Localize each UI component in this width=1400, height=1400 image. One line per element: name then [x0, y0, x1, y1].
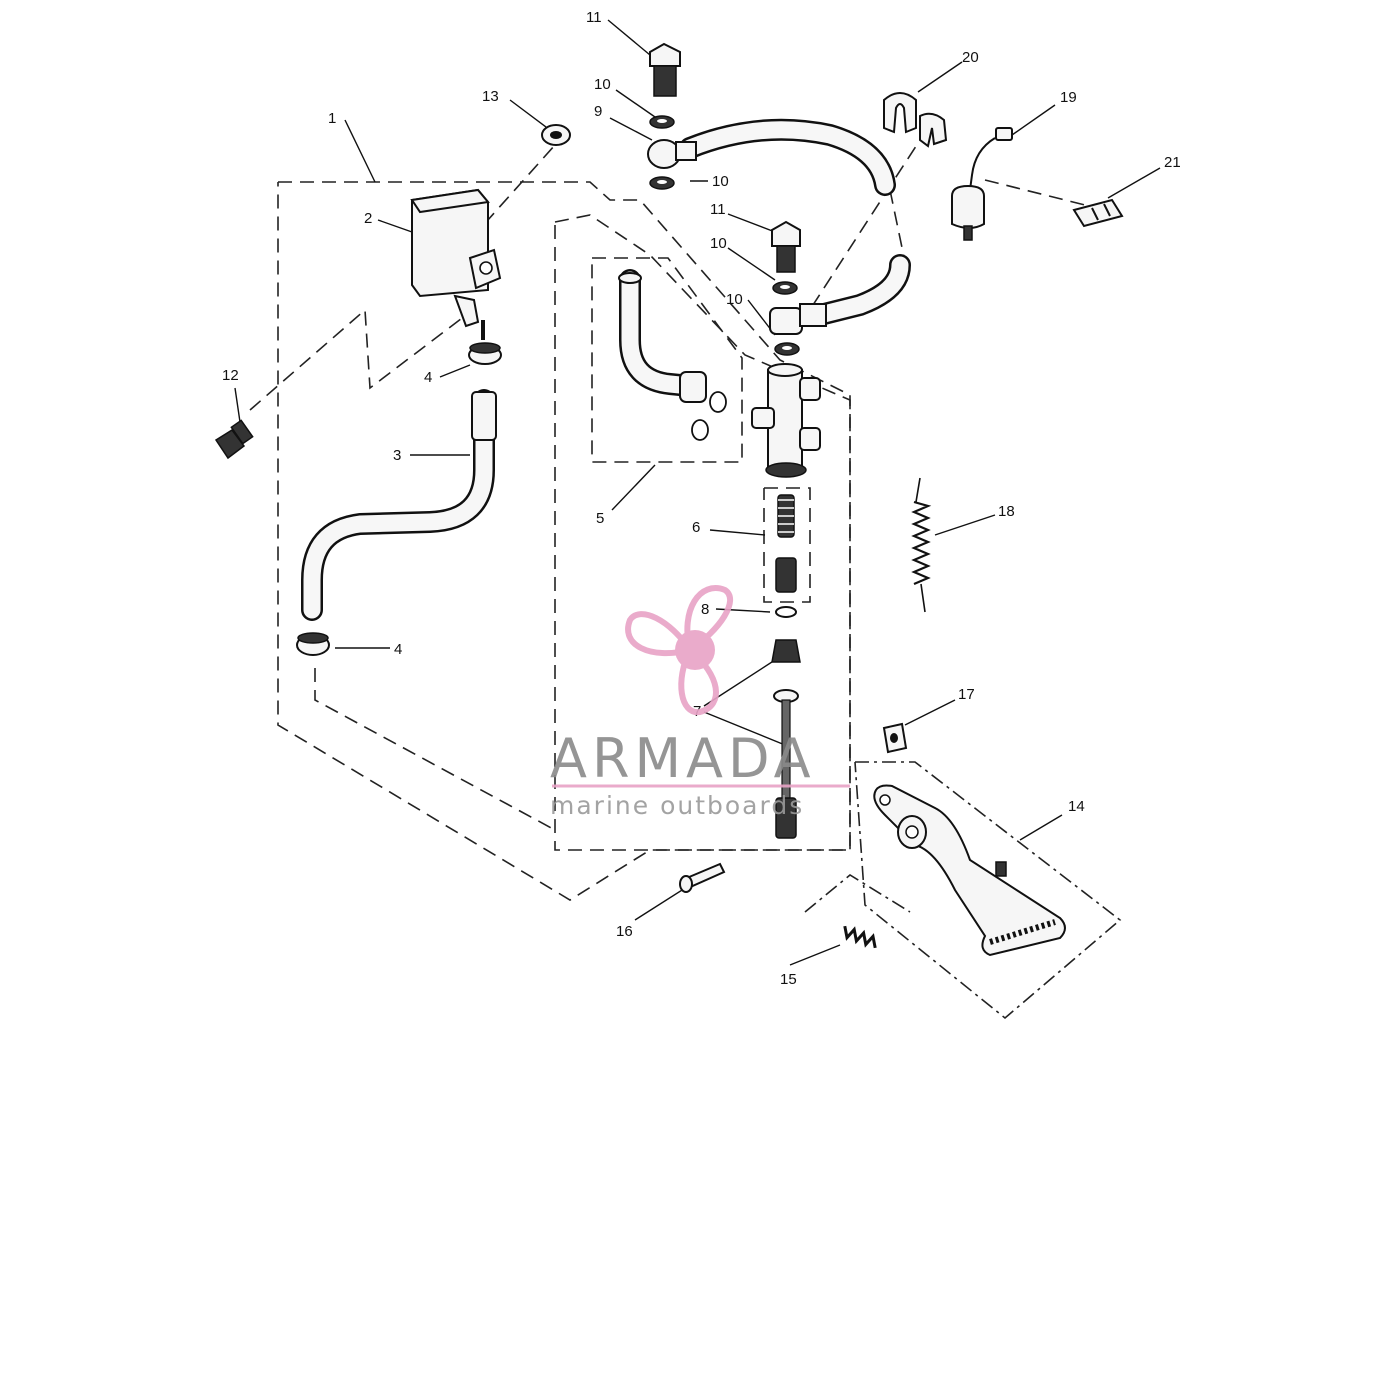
boundary-assembly-1	[277, 181, 851, 901]
piston-kit-part-6	[775, 494, 797, 593]
callout-8: 8	[701, 601, 709, 618]
callout-9: 9	[594, 103, 602, 120]
callout-20: 20	[962, 49, 979, 66]
boundary-hose-kit-5	[591, 257, 743, 463]
washer-part-10-d	[774, 342, 800, 356]
callout-12: 12	[222, 367, 239, 384]
callout-13: 13	[482, 88, 499, 105]
banjo-fitting-part-9	[647, 139, 697, 169]
callout-10-d: 10	[726, 291, 743, 308]
assembly-boundaries	[249, 139, 1122, 1020]
brake-pedal-part-14	[873, 784, 1066, 957]
callout-3: 3	[393, 447, 401, 464]
o-ring-part-8	[775, 606, 797, 618]
callout-10-c: 10	[710, 235, 727, 252]
callout-11-lower: 11	[710, 201, 726, 218]
clevis-pin-part-16	[679, 862, 726, 893]
plate-part-21	[1072, 198, 1124, 228]
boundary-spring-15	[804, 874, 911, 913]
clamp-part-20	[883, 92, 948, 148]
clip-nut-part-17	[882, 722, 908, 754]
grommet-part-13	[541, 124, 571, 146]
brake-hose-upper	[679, 118, 911, 326]
boundary-piston-kit-6	[763, 487, 811, 603]
banjo-fitting-lower	[769, 303, 827, 335]
watermark-tagline: marine outboards	[550, 791, 804, 820]
propeller-logo-icon	[625, 585, 733, 716]
leader-lines	[234, 19, 1161, 966]
hose-part-5	[618, 269, 727, 441]
return-spring-part-18	[911, 477, 932, 613]
callout-4-upper: 4	[424, 369, 432, 386]
master-cylinder-body	[751, 363, 821, 478]
push-rod-part-7	[771, 639, 801, 839]
connector-hose-top	[889, 189, 906, 263]
callout-labels: 1 2 3 4 4 5 6 7 8 9 10 10 10 10 11 11 12…	[222, 9, 1181, 988]
connector-20	[799, 139, 921, 326]
callout-21: 21	[1164, 154, 1181, 171]
callout-19: 19	[1060, 89, 1077, 106]
callout-17: 17	[958, 686, 975, 703]
washer-part-10-a	[649, 115, 675, 129]
reservoir-part-2	[410, 188, 502, 328]
hose-clamp-part-4-upper	[468, 320, 502, 365]
hose-clamp-part-4-lower	[296, 632, 330, 656]
connector-12	[249, 308, 471, 411]
washer-part-10-c	[772, 281, 798, 295]
callout-6: 6	[692, 519, 700, 536]
connector-21	[984, 179, 1086, 206]
callout-5: 5	[596, 510, 604, 527]
banjo-bolt-part-11-upper	[649, 42, 681, 97]
boundary-master-cylinder	[554, 214, 851, 851]
callout-18: 18	[998, 503, 1015, 520]
callout-10-b: 10	[712, 173, 729, 190]
callout-16: 16	[616, 923, 633, 940]
watermark: ARMADA marine outboards	[550, 585, 850, 820]
spring-part-15	[843, 925, 877, 949]
banjo-bolt-part-11-lower	[771, 220, 801, 273]
callout-14: 14	[1068, 798, 1085, 815]
watermark-brand: ARMADA	[550, 727, 816, 790]
callout-10-a: 10	[594, 76, 611, 93]
callout-11-upper: 11	[586, 9, 602, 26]
brake-switch-part-19	[951, 127, 1013, 241]
callout-2: 2	[364, 210, 372, 227]
callout-15: 15	[780, 971, 797, 988]
callout-1: 1	[328, 110, 336, 127]
callout-4-lower: 4	[394, 641, 402, 658]
washer-part-10-b	[649, 176, 675, 190]
bolt-part-12	[214, 419, 254, 460]
hose-part-3	[301, 389, 497, 621]
connector-4-lower	[314, 668, 556, 831]
